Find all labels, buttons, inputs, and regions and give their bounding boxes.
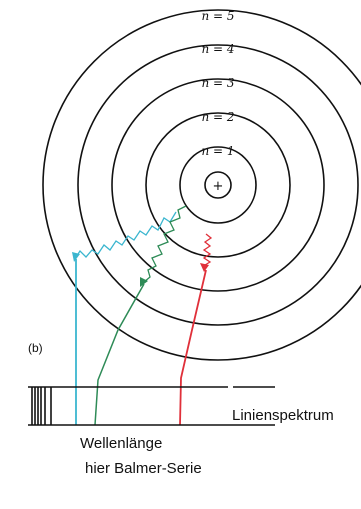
arrowhead-red — [200, 263, 209, 272]
spectrum-label: Linienspektrum — [232, 407, 334, 424]
arrowhead-cyan — [72, 252, 80, 262]
arrowhead-green — [140, 277, 148, 287]
orbit-label-n3: n = 3 — [201, 76, 234, 90]
orbit-label-n1: n = 1 — [201, 144, 234, 158]
photon-red — [202, 233, 213, 266]
orbit-n5 — [42, 9, 361, 361]
orbit-n4 — [77, 44, 359, 326]
panel-label: (b) — [28, 341, 43, 355]
photon-green — [143, 205, 187, 283]
orbit-label-n2: n = 2 — [201, 110, 234, 124]
nucleus-sign: + — [213, 179, 224, 194]
nucleus — [204, 171, 232, 199]
orbit-n2 — [145, 112, 291, 258]
orbit-label-n4: n = 4 — [201, 42, 234, 56]
wavelength-caption: Wellenlänge — [80, 435, 162, 452]
orbit-n3 — [111, 78, 325, 292]
orbits — [42, 9, 361, 361]
photon-cyan — [75, 211, 177, 258]
red-ray — [179, 269, 207, 426]
green-ray — [94, 283, 145, 426]
series-limit-lines — [31, 387, 52, 425]
orbit-label-n5: n = 5 — [201, 9, 234, 23]
orbit-n1 — [179, 146, 257, 224]
series-caption: hier Balmer-Serie — [85, 460, 202, 477]
